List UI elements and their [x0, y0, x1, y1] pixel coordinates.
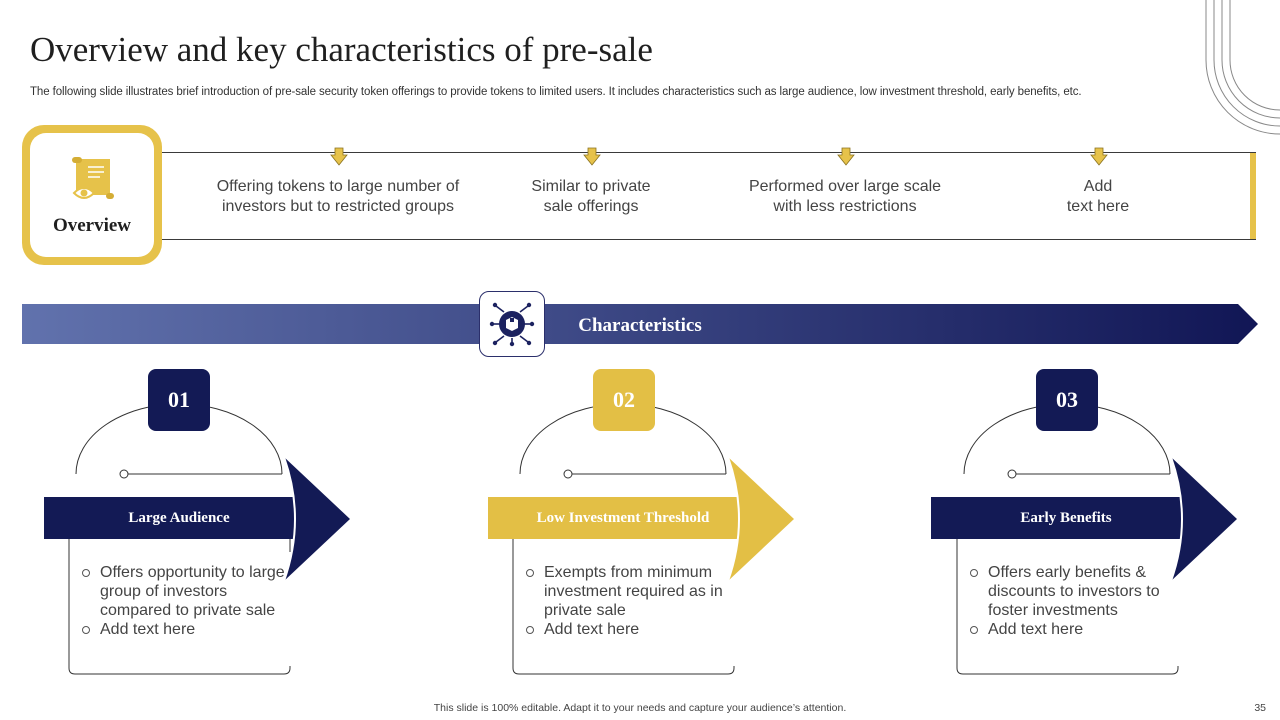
footer-note: This slide is 100% editable. Adapt it to… [433, 702, 847, 714]
page-number: 35 [1254, 702, 1266, 714]
characteristics-label: Characteristics [578, 315, 702, 336]
circuit-box-icon [489, 302, 535, 347]
card-1-bullets: Offers opportunity to large group of inv… [70, 563, 285, 639]
list-item: Exempts from minimum investment required… [514, 563, 729, 620]
characteristics-banner [22, 304, 1258, 344]
card-1 [0, 0, 1, 1]
card-2-label: Low Investment Threshold [536, 510, 710, 526]
overview-card: Overview [22, 125, 162, 265]
card-2-arrow [488, 457, 794, 582]
overview-box-accent [1250, 153, 1256, 239]
overview-label: Overview [52, 215, 132, 236]
chevron-down-icon [837, 147, 855, 166]
list-item: Add text here [958, 620, 1173, 639]
card-3-label: Early Benefits [1020, 510, 1112, 526]
overview-box [160, 152, 1256, 240]
list-item: Offers opportunity to large group of inv… [70, 563, 285, 620]
page-subtitle: The following slide illustrates brief in… [30, 86, 1082, 98]
card-2-number-badge: 02 [593, 369, 655, 431]
scroll-eye-icon [72, 157, 114, 199]
decorative-arcs [1205, 0, 1280, 135]
chevron-down-icon [1090, 147, 1108, 166]
card-1-number-badge: 01 [148, 369, 210, 431]
card-3-bullets: Offers early benefits & discounts to inv… [958, 563, 1173, 639]
characteristics-icon-frame [479, 291, 545, 357]
card-3-arrow [931, 457, 1237, 582]
card-2-bullets: Exempts from minimum investment required… [514, 563, 729, 639]
card-1-label: Large Audience [128, 510, 230, 526]
list-item: Add text here [70, 620, 285, 639]
list-item: Add text here [514, 620, 729, 639]
list-item: Offers early benefits & discounts to inv… [958, 563, 1173, 620]
page-title: Overview and key characteristics of pre-… [30, 30, 653, 69]
chevron-down-icon [583, 147, 601, 166]
chevron-down-icon [330, 147, 348, 166]
card-1-arrow [44, 457, 350, 582]
card-3-number-badge: 03 [1036, 369, 1098, 431]
